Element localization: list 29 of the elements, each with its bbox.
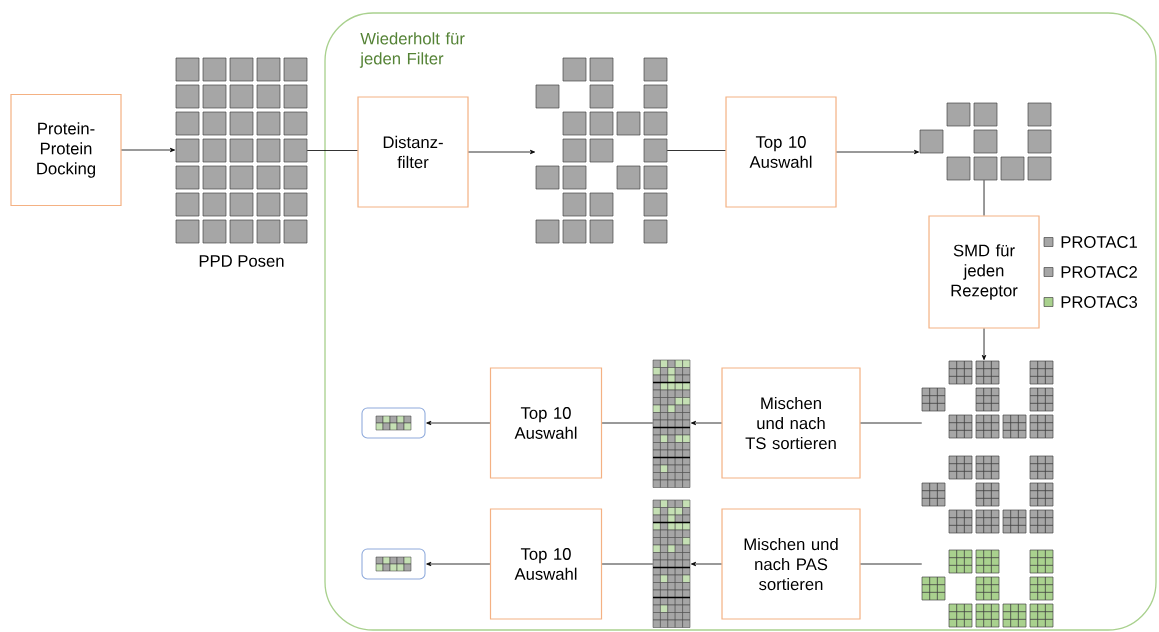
legend-label: PROTAC1 [1061, 236, 1137, 248]
panel-heading: Wiederholt für jeden Filter [359, 32, 465, 68]
process-box: Distanz- filter [357, 96, 469, 208]
grid-drawing [919, 102, 1052, 181]
grid-drawing [652, 499, 691, 628]
process-box: SMD für jeden Rezeptor [928, 215, 1040, 329]
legend-label: PROTAC2 [1061, 266, 1137, 278]
arrow [836, 149, 920, 155]
process-box: Mischen und nach TS sortieren [721, 367, 861, 479]
process-box: Top 10 Auswahl [725, 96, 837, 208]
node-label: PPD Posen [199, 255, 284, 267]
grid-drawing [175, 57, 308, 244]
grid-drawing [535, 57, 668, 244]
process-box: Mischen und nach PAS sortieren [721, 508, 861, 620]
process-box: Top 10 Auswahl [489, 508, 603, 620]
arrow [690, 561, 722, 567]
arrow [981, 328, 987, 361]
arrow [426, 420, 491, 426]
arrow [690, 420, 722, 426]
arrow [468, 149, 536, 155]
grid-drawing [652, 359, 691, 488]
grid-drawing [921, 360, 1054, 628]
result-drawing [361, 407, 426, 439]
legend-label: PROTAC3 [1061, 296, 1138, 308]
result-drawing [361, 548, 426, 580]
arrow [121, 147, 176, 153]
process-box: Protein- Protein Docking [10, 93, 122, 207]
arrow [426, 561, 491, 567]
process-box: Top 10 Auswahl [489, 367, 603, 479]
